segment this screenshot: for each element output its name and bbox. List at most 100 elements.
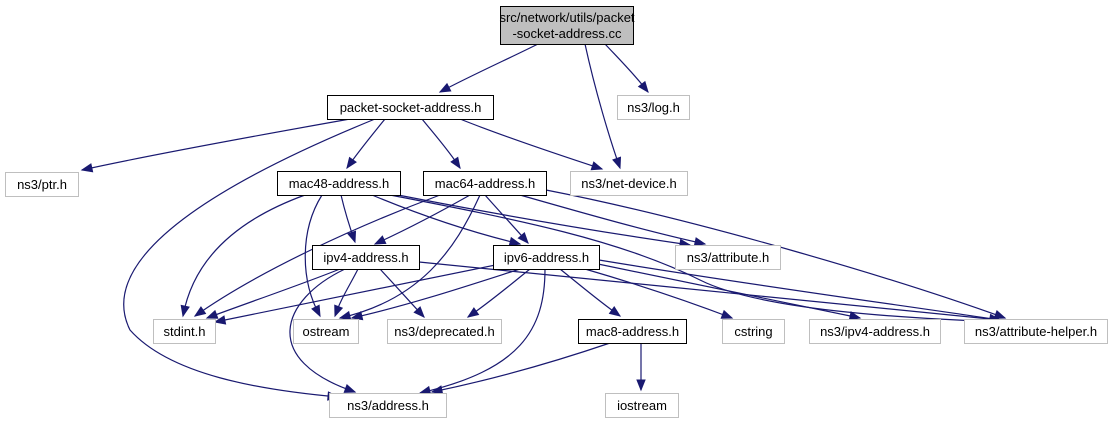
edge-ipv6-address-h-to-mac8-address-h	[559, 268, 622, 317]
node-ostream: ostream	[293, 319, 359, 344]
arrowhead-packet-socket-address-h-to-ns3-ptr-h	[80, 163, 94, 173]
edge-mac64-address-h-to-ns3-attribute-helper-h	[545, 189, 1007, 319]
arrowhead-mac64-address-h-to-ipv6-address-h	[517, 231, 529, 245]
node-label: ns3/attribute-helper.h	[975, 324, 1097, 339]
edge-packet-socket-address-h-to-mac64-address-h	[421, 118, 461, 170]
node-ns3-deprecated-h: ns3/deprecated.h	[387, 319, 502, 344]
edge-mac64-address-h-to-ostream	[338, 194, 481, 321]
nodes-layer: src/network/utils/packet-socket-address.…	[5, 6, 1108, 418]
arrowhead-ipv6-address-h-to-ns3-deprecated-h	[466, 307, 480, 318]
edge-packet-socket-address-h-to-ns3-net-device-h	[459, 118, 604, 171]
node-label: ipv4-address.h	[323, 250, 408, 265]
node-label: -socket-address.cc	[512, 26, 622, 41]
edge-line	[194, 194, 441, 317]
arrowhead-mac64-address-h-to-ns3-attribute-helper-h	[993, 309, 1007, 319]
node-label: iostream	[617, 398, 667, 413]
node-box	[293, 319, 359, 344]
arrowhead-ipv4-address-h-to-stdint-h	[205, 309, 219, 319]
edges-layer	[80, 43, 1007, 401]
edge-line	[584, 43, 621, 169]
arrowhead-mac48-address-h-to-stdint-h	[180, 304, 190, 318]
arrowhead-mac8-address-h-to-iostream	[636, 379, 646, 392]
arrowhead-root-to-packet-socket-address-h	[438, 82, 452, 93]
edge-mac48-address-h-to-stdint-h	[180, 194, 306, 318]
arrowhead-root-to-ns3-log-h	[637, 80, 649, 94]
edge-ipv4-address-h-to-ns3-attribute-helper-h	[418, 261, 1002, 324]
edge-line	[304, 194, 323, 317]
arrowhead-mac64-address-h-to-stdint-h	[193, 306, 207, 317]
node-iostream: iostream	[605, 393, 679, 418]
edge-line	[81, 118, 351, 171]
node-box	[327, 95, 494, 120]
edge-mac48-address-h-to-ipv6-address-h	[371, 194, 522, 247]
node-label: ns3/net-device.h	[581, 176, 676, 191]
edge-ipv4-address-h-to-ns3-address-h	[289, 268, 357, 393]
node-packet-socket-address-h[interactable]: packet-socket-address.h	[327, 95, 494, 120]
node-mac8-address-h[interactable]: mac8-address.h	[578, 319, 687, 344]
node-mac64-address-h[interactable]: mac64-address.h	[423, 171, 547, 196]
edge-root-to-ns3-net-device-h	[584, 43, 622, 170]
edge-mac8-address-h-to-iostream	[636, 343, 646, 392]
node-box	[277, 171, 401, 196]
edge-packet-socket-address-h-to-mac48-address-h	[346, 118, 386, 170]
edge-line	[206, 268, 341, 319]
node-box	[387, 319, 502, 344]
arrowhead-packet-socket-address-h-to-mac64-address-h	[450, 156, 461, 170]
node-label: ostream	[303, 324, 350, 339]
arrowhead-packet-socket-address-h-to-mac48-address-h	[346, 156, 357, 170]
edge-line	[389, 194, 1001, 323]
arrowhead-ipv6-address-h-to-ns3-ipv4-address-h	[848, 311, 862, 321]
node-label: ns3/ptr.h	[17, 177, 67, 192]
edge-root-to-ns3-log-h	[604, 43, 649, 94]
edge-line	[559, 268, 621, 317]
edge-ipv4-address-h-to-ns3-deprecated-h	[379, 268, 425, 318]
edge-mac64-address-h-to-ipv4-address-h	[373, 194, 471, 245]
node-box	[312, 245, 420, 270]
arrowhead-mac48-address-h-to-ostream	[311, 304, 321, 318]
edge-line	[374, 194, 471, 245]
node-box	[5, 172, 79, 197]
edge-line	[584, 268, 733, 319]
edge-root-to-packet-socket-address-h	[438, 43, 539, 93]
node-ipv6-address-h[interactable]: ipv6-address.h	[493, 245, 600, 270]
node-box	[329, 393, 447, 418]
arrowhead-packet-socket-address-h-to-ns3-net-device-h	[590, 161, 604, 171]
edge-line	[123, 118, 376, 398]
edge-line	[214, 261, 511, 323]
edge-line	[397, 194, 691, 246]
edge-line	[597, 263, 861, 319]
node-box	[722, 319, 785, 344]
edge-line	[418, 261, 1001, 321]
node-label: cstring	[734, 324, 772, 339]
arrowhead-ipv6-address-h-to-mac8-address-h	[608, 306, 622, 317]
edge-line	[289, 268, 356, 393]
edge-ipv4-address-h-to-ostream	[334, 268, 359, 318]
edge-line	[431, 342, 611, 393]
node-root[interactable]: src/network/utils/packet-socket-address.…	[499, 6, 635, 45]
edge-ipv6-address-h-to-ns3-ipv4-address-h	[597, 263, 862, 321]
arrowhead-ipv6-address-h-to-ostream	[350, 311, 364, 321]
edge-ipv4-address-h-to-stdint-h	[205, 268, 341, 319]
node-ipv4-address-h[interactable]: ipv4-address.h	[312, 245, 420, 270]
edge-mac64-address-h-to-ipv6-address-h	[484, 194, 529, 245]
edge-ipv6-address-h-to-stdint-h	[213, 261, 511, 325]
node-box	[964, 319, 1108, 344]
node-mac48-address-h[interactable]: mac48-address.h	[277, 171, 401, 196]
node-box	[578, 319, 687, 344]
edge-packet-socket-address-h-to-ns3-ptr-h	[80, 118, 351, 173]
node-box	[809, 319, 941, 344]
edge-line	[598, 259, 1001, 321]
node-label: ns3/deprecated.h	[394, 324, 494, 339]
edge-mac48-address-h-to-ipv4-address-h	[340, 194, 357, 244]
arrowhead-root-to-ns3-net-device-h	[612, 156, 622, 170]
node-label: ns3/address.h	[347, 398, 429, 413]
node-box	[617, 95, 690, 120]
node-label: src/network/utils/packet	[499, 10, 634, 25]
arrowhead-ipv6-address-h-to-cstring	[720, 309, 734, 319]
node-label: mac48-address.h	[289, 176, 389, 191]
edge-mac64-address-h-to-stdint-h	[193, 194, 441, 317]
arrowhead-mac64-address-h-to-ns3-attribute-h	[693, 237, 707, 247]
edge-ipv6-address-h-to-ns3-attribute-helper-h	[598, 259, 1002, 324]
edge-ipv6-address-h-to-ns3-deprecated-h	[466, 268, 531, 318]
